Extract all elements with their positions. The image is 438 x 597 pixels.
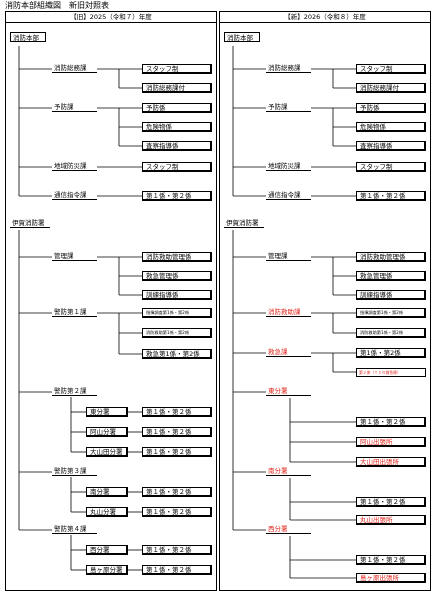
- new-chiiki-unit: スタッフ制: [356, 162, 426, 172]
- new-somu-attached: 消防総務課付: [356, 83, 426, 93]
- new-yobo-unit-1: 予防係: [356, 103, 426, 113]
- new-higashi-unit: 第１係・第２係: [356, 417, 426, 427]
- old-oyamada-branch: 大山田分署: [86, 447, 128, 457]
- new-somu-section: 消防総務課: [266, 63, 311, 73]
- new-kyujo-unit-2: 消防救助第1係・第2係: [356, 328, 426, 338]
- old-minami-unit: 第１係・第２係: [142, 487, 212, 497]
- new-minami-branch: 南分署: [266, 466, 311, 476]
- new-yobo-unit-2: 危険物係: [356, 122, 426, 132]
- new-oyamada-office: 大山田出張所: [356, 457, 426, 467]
- old-nishi-branch: 西分署: [86, 545, 128, 555]
- old-tsushin-unit: 第１係・第２係: [142, 191, 212, 201]
- old-maruyama-unit: 第１係・第２係: [142, 507, 212, 517]
- old-higashi-unit: 第１係・第２係: [142, 407, 212, 417]
- new-chiiki-section: 地域防災課: [266, 161, 311, 171]
- new-kanri-unit-1: 消防救助管理係: [356, 252, 426, 262]
- new-panel-header: 【新】2026（令和８）年度: [220, 12, 430, 23]
- new-hq-label: 消防本部: [224, 32, 260, 42]
- new-kyujo-unit-1: 指揮調査第1係・第2係: [356, 308, 426, 318]
- old-chiiki-section: 地域防災課: [52, 161, 97, 171]
- new-yobo-unit-3: 査察指導係: [356, 141, 426, 151]
- new-kanri-unit-3: 訓練指導係: [356, 290, 426, 300]
- old-somu-attached: 消防総務課付: [142, 83, 212, 93]
- old-yobo-section: 予防課: [52, 102, 97, 112]
- new-maruyama-office: 丸山出張所: [356, 515, 426, 525]
- new-kyukyu-unit: 第1係・第2係: [356, 348, 426, 358]
- old-kei2-section: 警防第２課: [52, 386, 97, 396]
- old-yobo-unit-3: 査察指導係: [142, 141, 212, 151]
- new-nishi-unit: 第１係・第２係: [356, 555, 426, 565]
- old-hq-label: 消防本部: [10, 32, 46, 42]
- new-tsushin-section: 通信指令課: [266, 190, 311, 200]
- new-higashi-branch: 東分署: [266, 386, 311, 396]
- old-panel-header: 【旧】2025（令和７）年度: [6, 12, 216, 23]
- old-somu-staff: スタッフ制: [142, 64, 212, 74]
- old-ayama-unit: 第１係・第２係: [142, 427, 212, 437]
- new-shimagahara-office: 島ヶ原出張所: [356, 573, 426, 583]
- old-kei1-unit-3: 救急第1係・第2係: [142, 349, 212, 359]
- old-minami-branch: 南分署: [86, 487, 128, 497]
- new-yobo-section: 予防課: [266, 102, 311, 112]
- new-kyukyu-section: 救急課: [266, 347, 311, 357]
- old-org-chart-panel: 【旧】2025（令和７）年度: [5, 11, 217, 591]
- old-kanri-section: 管理課: [52, 251, 97, 261]
- old-shimagahara-unit: 第１係・第２係: [142, 565, 212, 575]
- old-higashi-branch: 東分署: [86, 407, 128, 417]
- new-ayama-office: 阿山出張所: [356, 437, 426, 447]
- new-kanri-unit-2: 救急管理係: [356, 271, 426, 281]
- new-kanri-section: 管理課: [266, 251, 311, 261]
- old-station-label: 伊賀消防署: [10, 218, 50, 228]
- new-org-chart-panel: 【新】2026（令和８）年度: [219, 11, 431, 591]
- new-nishi-branch: 西分署: [266, 524, 311, 534]
- old-kanri-unit-2: 救急管理係: [142, 271, 212, 281]
- new-somu-staff: スタッフ制: [356, 64, 426, 74]
- old-kei1-unit-1: 指揮調査第1係・第2係: [142, 308, 212, 318]
- new-kyukyu-note: 第２係（ＴＩＲ救急隊）: [356, 368, 426, 377]
- old-oyamada-unit: 第１係・第２係: [142, 447, 212, 457]
- old-kanri-unit-3: 訓練指導係: [142, 290, 212, 300]
- old-yobo-unit-2: 危険物係: [142, 122, 212, 132]
- old-kei1-unit-2: 消防救助第1係・第2係: [142, 328, 212, 338]
- old-shimagahara-branch: 島ヶ原分署: [86, 565, 128, 575]
- old-maruyama-branch: 丸山分署: [86, 507, 128, 517]
- new-kyujo-section: 消防救助課: [266, 307, 311, 317]
- new-tsushin-unit: 第１係・第２係: [356, 191, 426, 201]
- new-minami-unit: 第１係・第２係: [356, 497, 426, 507]
- old-kei4-section: 警防第４課: [52, 524, 97, 534]
- old-chiiki-unit: スタッフ制: [142, 162, 212, 172]
- old-tsushin-section: 通信指令課: [52, 190, 97, 200]
- old-kei3-section: 警防第３課: [52, 466, 97, 476]
- old-kei1-section: 警防第１課: [52, 307, 97, 317]
- old-ayama-branch: 阿山分署: [86, 427, 128, 437]
- old-connector-lines: [18, 46, 142, 571]
- old-nishi-unit: 第１係・第２係: [142, 545, 212, 555]
- old-kanri-unit-1: 消防救助管理係: [142, 252, 212, 262]
- old-yobo-unit-1: 予防係: [142, 103, 212, 113]
- new-station-label: 伊賀消防署: [224, 218, 264, 228]
- document-title: 消防本部組織図 新旧対照表: [5, 1, 109, 10]
- old-somu-section: 消防総務課: [52, 63, 97, 73]
